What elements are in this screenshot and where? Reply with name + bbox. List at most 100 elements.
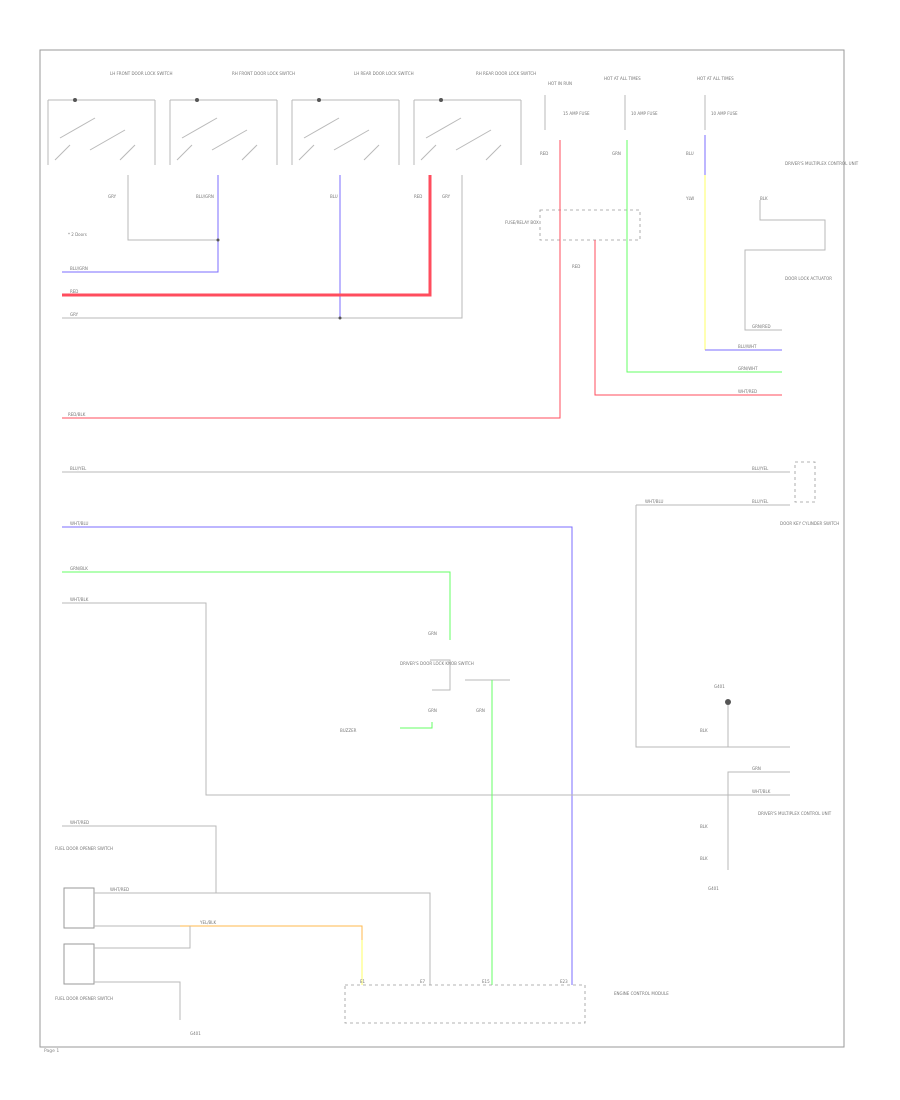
fuse-2: HOT AT ALL TIMES 10 AMP FUSE [604, 76, 658, 130]
wire-grn-blk-bus [62, 571, 451, 640]
key-cylinder-label: DOOR KEY CYLINDER SWITCH [780, 521, 839, 526]
label-grn-fuse2: GRN [612, 151, 621, 156]
fuel-door-sub: FUEL DOOR OPENER SWITCH [55, 996, 113, 1001]
door-switch-1-label: LH FRONT DOOR LOCK SWITCH [110, 71, 172, 76]
label-yel-blk: YEL/BLK [199, 920, 217, 925]
diagram-frame [39, 49, 845, 1048]
ecm-label: ENGINE CONTROL MODULE [614, 991, 669, 996]
label-wht-blu-b: BLU/YEL [752, 499, 769, 504]
fuel-door-switch-2 [63, 943, 95, 985]
fuel-door-switch-1 [63, 887, 95, 929]
fuse-2-label: HOT AT ALL TIMES [604, 76, 641, 81]
label-grn-blk: GRN/BLK [70, 566, 88, 571]
label-ylw-fuse3: YLW [685, 196, 694, 201]
fuel-door-ground: G401 [190, 1031, 201, 1036]
door-switch-4-label: RH REAR DOOR LOCK SWITCH [476, 71, 536, 76]
lower-right-ground: G401 [708, 886, 719, 891]
label-red-relay: RED [572, 264, 580, 269]
label-wht-red: WHT/RED [738, 389, 757, 394]
left-label-red: RED [70, 289, 78, 294]
fuse-3-rating: 10 AMP FUSE [711, 111, 738, 116]
wire-gry-switch1 [127, 175, 218, 241]
wire-label-blu-grn: BLU/GRN [196, 194, 214, 199]
label-blk-lower-2: BLK [700, 856, 708, 861]
label-wht-blu: WHT/BLU [645, 499, 664, 504]
ecm-pin-4: E23 [560, 979, 568, 984]
wire-violet-bus [62, 526, 573, 985]
label-grn-wht: GRN/WHT [738, 366, 758, 371]
label-blk-lower: BLK [700, 824, 708, 829]
label-red-fuse1: RED [540, 151, 548, 156]
wire-bottom-d [94, 981, 181, 1020]
fuse-3: HOT AT ALL TIMES 10 AMP FUSE [697, 76, 738, 130]
label-grn-ecm: GRN [476, 708, 485, 713]
label-wht-blk: WHT/BLK [70, 597, 89, 602]
label-grn-relay-top: GRN [428, 631, 437, 636]
wire-wht-red [594, 240, 782, 396]
wire-orange [180, 925, 363, 985]
wire-wht-blu-down [635, 505, 790, 748]
fuel-door-label: FUEL DOOR OPENER SWITCH [55, 846, 113, 851]
lower-right-component: DRIVER'S MULTIPLEX CONTROL UNIT [758, 811, 832, 816]
label-blu-wht: BLU/WHT [738, 344, 757, 349]
label-grn-red: GRN/RED [752, 324, 771, 329]
wire-wht-blk-bus [62, 602, 790, 796]
fuse-1-rating: 15 AMP FUSE [563, 111, 590, 116]
label-grn-lower: GRN [752, 766, 761, 771]
ecm-pin-2: E7 [420, 979, 426, 984]
wire-bottom-a [94, 892, 431, 985]
fuse-relay-box-label: FUSE/RELAY BOX [505, 220, 539, 225]
wire-bottom-c [94, 926, 191, 949]
fuse-1-label: HOT IN RUN [548, 81, 572, 86]
fuse-3-label: HOT AT ALL TIMES [697, 76, 734, 81]
label-blu-fuse3: BLU [686, 151, 694, 156]
fuse-relay-box [539, 209, 641, 241]
label-blu-yel-left: BLU/YEL [70, 466, 87, 471]
door-switch-4: RH REAR DOOR LOCK SWITCH [413, 71, 536, 165]
wire-gry-switch4 [62, 175, 463, 319]
relay-right-label: DRIVER'S MULTIPLEX CONTROL UNIT [785, 161, 859, 166]
label-wht-red-lower: WHT/RED [70, 820, 89, 825]
ground-point [725, 699, 731, 705]
wire-grn-fuse2 [626, 140, 782, 373]
door-switch-2-label: RH FRONT DOOR LOCK SWITCH [232, 71, 295, 76]
ground-label: G401 [714, 684, 725, 689]
ecm-connector [344, 984, 586, 1024]
key-cylinder-box [794, 461, 816, 503]
wire-blu-grn [62, 175, 219, 273]
fuse-2-rating: 10 AMP FUSE [631, 111, 658, 116]
left-label-blu-grn: BLU/GRN [70, 266, 88, 271]
label-blu-yel-right: BLU/YEL [752, 466, 769, 471]
door-switch-2: RH FRONT DOOR LOCK SWITCH [169, 71, 295, 165]
wire-label-red: RED [414, 194, 422, 199]
wire-label-gry-a: GRY [108, 194, 117, 199]
wire-wht-red-lower [62, 825, 217, 893]
door-switch-3-label: LH REAR DOOR LOCK SWITCH [354, 71, 414, 76]
label-violet: WHT/BLU [70, 521, 89, 526]
label-wht-red-b: WHT/RED [110, 887, 129, 892]
ecm-pin-3: E15 [482, 979, 490, 984]
label-wht-blk-right: WHT/BLK [752, 789, 771, 794]
fuse-1: HOT IN RUN 15 AMP FUSE [544, 81, 590, 130]
door-switch-3: LH REAR DOOR LOCK SWITCH [291, 71, 414, 165]
left-label-gry: GRY [70, 312, 79, 317]
wire-red [62, 175, 432, 297]
ecm-pin-1: E1 [360, 979, 366, 984]
label-grn-relay-bot: GRN [428, 708, 437, 713]
relay-right [744, 200, 826, 331]
wire-red-blk-main [62, 140, 561, 419]
relay-right-sub: DOOR LOCK ACTUATOR [785, 276, 832, 281]
wire-label-gry-b: GRY [442, 194, 451, 199]
wire-right-lower [727, 771, 790, 870]
middle-relay-label: DRIVER'S DOOR LOCK KNOB SWITCH [400, 661, 474, 666]
label-blk-ground: BLK [700, 728, 708, 733]
middle-relay-sub: BUZZER [340, 728, 357, 733]
door-switch-1: LH FRONT DOOR LOCK SWITCH [47, 71, 172, 165]
label-red-blk: RED/BLK [68, 412, 86, 417]
wire-grn-relay [400, 722, 433, 729]
footnote-2door: * 2 Doors [68, 232, 87, 237]
label-blk-relay: BLK [760, 196, 768, 201]
page-label: Page 1 [44, 1048, 59, 1054]
middle-relay [430, 659, 451, 691]
